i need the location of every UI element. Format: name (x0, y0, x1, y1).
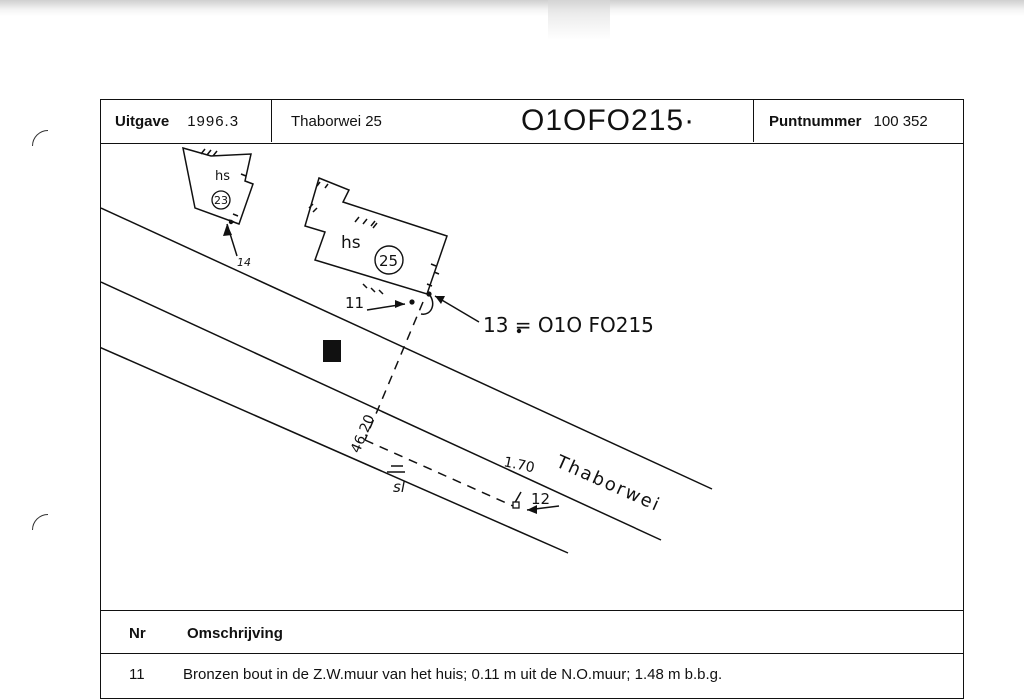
house-25-outline (304, 176, 448, 295)
house-25-number: 25 (379, 252, 398, 270)
hatched-block (323, 340, 341, 362)
distance-1-70: 1.70 (502, 454, 536, 476)
wall-hatch (308, 181, 440, 295)
edition-value: 1996.3 (187, 112, 240, 130)
table-header: Nr Omschrijving (101, 610, 963, 654)
measure-line (364, 439, 514, 507)
survey-point (409, 299, 415, 305)
point-12-marker (512, 501, 520, 509)
edition-label: Uitgave (115, 112, 170, 130)
address-text: Thaborwei 25 (291, 112, 382, 130)
road-line (101, 281, 662, 541)
column-nr: Nr (129, 625, 146, 642)
column-omschrijving: Omschrijving (187, 625, 283, 642)
house-25-hs: hs (341, 233, 361, 253)
point-cell: Puntnummer 100 352 (769, 100, 928, 142)
survey-map: hs 23 14 hs 25 11 13 = O1O FO215 12 46.2… (101, 144, 963, 610)
survey-sheet: Uitgave 1996.3 Thaborwei 25 O1OFO215· Pu… (100, 99, 964, 699)
row-description: Bronzen bout in de Z.W.muur van het huis… (183, 666, 723, 683)
handwritten-code: O1OFO215· (521, 104, 696, 137)
wall-hatch (200, 148, 247, 223)
house-25-circle (374, 245, 404, 275)
map-drawing: hs 23 14 hs 25 11 13 = O1O FO215 12 46.2… (101, 146, 713, 554)
road-line (101, 346, 569, 554)
house-23-number: 23 (214, 194, 228, 207)
header-divider (271, 100, 272, 142)
point-11-label: 11 (345, 294, 364, 312)
sl-label: sl (393, 478, 406, 496)
punch-hole-bottom (32, 514, 48, 530)
arrowhead (527, 505, 537, 514)
street-label: Thaborwei (552, 451, 664, 516)
road-line (101, 207, 713, 490)
address-cell: Thaborwei 25 (291, 100, 382, 142)
curve-mark (420, 293, 434, 315)
arrowhead (223, 224, 232, 236)
house-23-outline (182, 146, 254, 225)
measure-line (364, 301, 424, 441)
house-23-hs: hs (215, 169, 230, 184)
arrowhead (395, 300, 405, 308)
map-dot (516, 328, 522, 334)
punch-hole-top (32, 130, 48, 146)
edition-cell: Uitgave 1996.3 (115, 100, 239, 142)
header-row: Uitgave 1996.3 Thaborwei 25 O1OFO215· Pu… (101, 100, 963, 144)
table-row: 11 Bronzen bout in de Z.W.muur van het h… (101, 656, 963, 696)
scan-smudge (548, 0, 610, 40)
point-14-label: 14 (237, 256, 251, 269)
arrowhead (435, 296, 445, 304)
point-value: 100 352 (873, 112, 928, 130)
row-nr: 11 (129, 666, 145, 683)
survey-point (228, 219, 234, 225)
point-label: Puntnummer (769, 112, 862, 130)
header-divider (753, 100, 754, 142)
scan-edge (0, 0, 1024, 16)
point-12-label: 12 (531, 490, 550, 508)
survey-point (426, 291, 432, 297)
point-13-label: 13 = O1O FO215 (483, 313, 654, 337)
distance-46-20: 46.20 (348, 412, 378, 455)
house-23-circle (211, 190, 231, 210)
